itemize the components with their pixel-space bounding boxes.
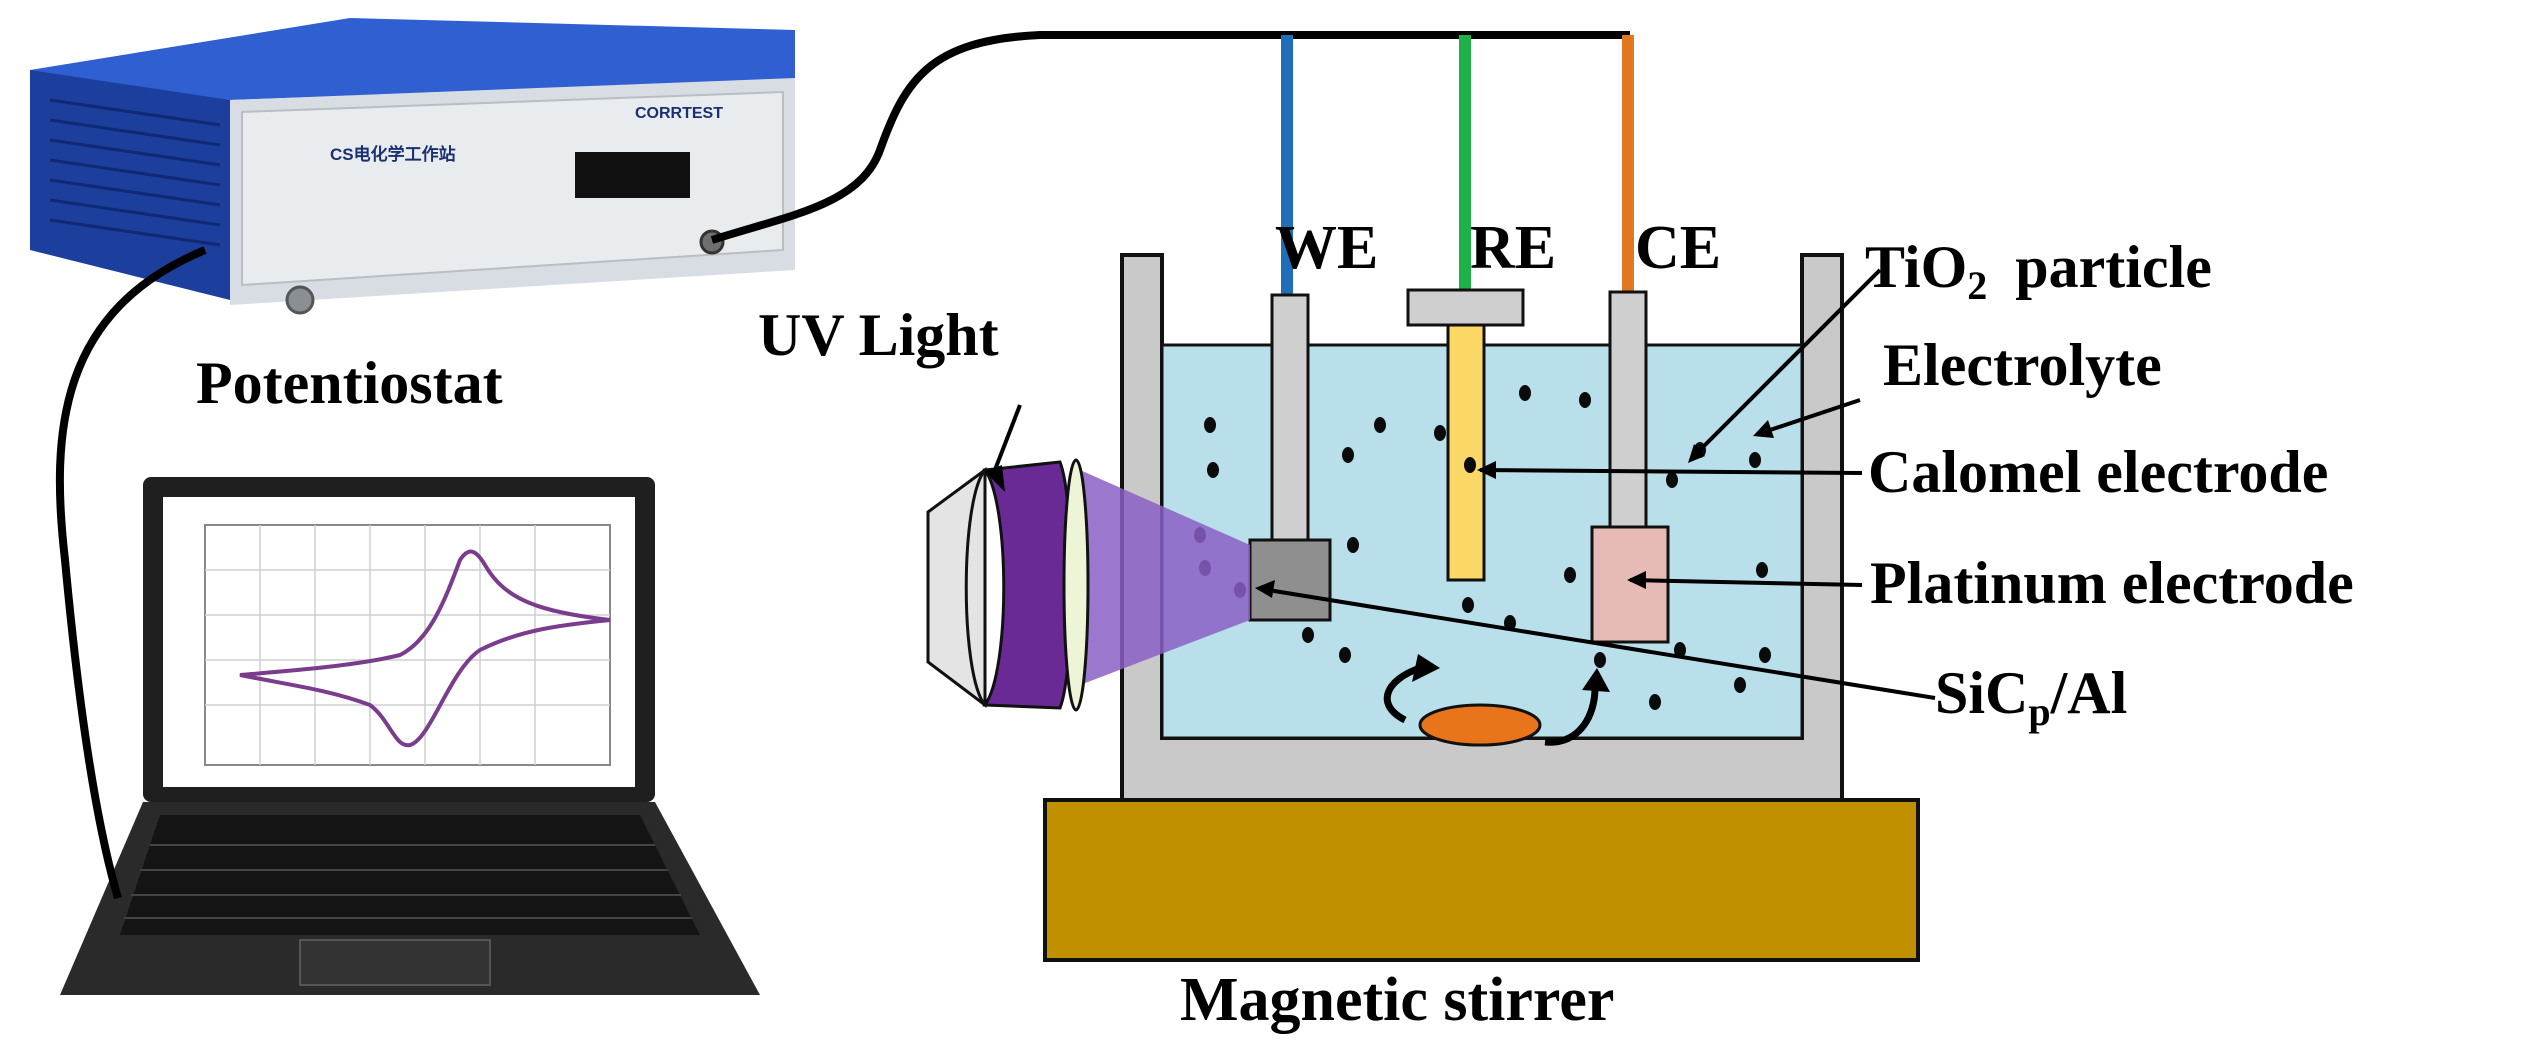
particle	[1759, 647, 1771, 663]
laptop-icon	[60, 477, 760, 995]
leader-lines	[991, 268, 1936, 700]
particle	[1204, 417, 1216, 433]
potentiostat-cable	[710, 31, 1630, 244]
stir-bar-icon	[1383, 654, 1610, 747]
platinum-electrode-label: Platinum electrode	[1870, 550, 2354, 616]
leader-arrowheads	[985, 420, 1774, 598]
calomel-electrode	[1406, 288, 1525, 582]
tio2-particle-text: particle	[2015, 234, 2212, 300]
tio2-subscript: 2	[1967, 263, 1987, 308]
uv-light-beam	[1080, 470, 1250, 685]
sic-subscript: p	[2028, 689, 2050, 734]
particle	[1342, 447, 1354, 463]
particle	[1749, 452, 1761, 468]
particle	[1579, 392, 1591, 408]
sic-al-text: /Al	[2050, 660, 2128, 726]
electrolyte-label: Electrolyte	[1883, 332, 2162, 398]
uv-light-label: UV Light	[758, 302, 999, 368]
uv-lamp-icon	[926, 458, 1090, 712]
particle	[1594, 652, 1606, 668]
particle	[1347, 537, 1359, 553]
particle	[1339, 647, 1351, 663]
potentiostat-model-label: CS电化学工作站	[330, 144, 456, 164]
particle	[1734, 677, 1746, 693]
laptop-cable	[55, 246, 207, 900]
tio2-particles	[1194, 385, 1771, 710]
sic-text: SiC	[1935, 660, 2028, 726]
cyclic-voltammogram-curve	[239, 549, 611, 748]
magnetic-stirrer-base	[1043, 798, 1920, 962]
we-label: WE	[1275, 214, 1378, 282]
tio2-text: TiO	[1865, 234, 1967, 300]
particle	[1374, 417, 1386, 433]
sicp-al-label: SiCp/Al	[1935, 660, 2127, 734]
particle	[1666, 472, 1678, 488]
particle	[1434, 425, 1446, 441]
particle	[1462, 597, 1474, 613]
tio2-particle-label: TiO2 particle	[1865, 234, 2212, 308]
re-label: RE	[1470, 214, 1556, 282]
calomel-electrode-label: Calomel electrode	[1868, 439, 2328, 505]
magnetic-stirrer-label: Magnetic stirrer	[1180, 966, 1614, 1034]
particle	[1519, 385, 1531, 401]
potentiostat-brand-label: CORRTEST	[635, 105, 723, 122]
particle	[1674, 642, 1686, 658]
particle	[1464, 457, 1476, 473]
potentiostat-label: Potentiostat	[196, 350, 503, 416]
platinum-electrode	[1590, 290, 1670, 644]
working-electrode	[1248, 293, 1332, 622]
particle	[1564, 567, 1576, 583]
particle	[1649, 694, 1661, 710]
particle	[1207, 462, 1219, 478]
ce-label: CE	[1635, 214, 1721, 282]
particle	[1302, 627, 1314, 643]
potentiostat-icon: CS电化学工作站 CORRTEST	[30, 18, 795, 315]
particle	[1756, 562, 1768, 578]
